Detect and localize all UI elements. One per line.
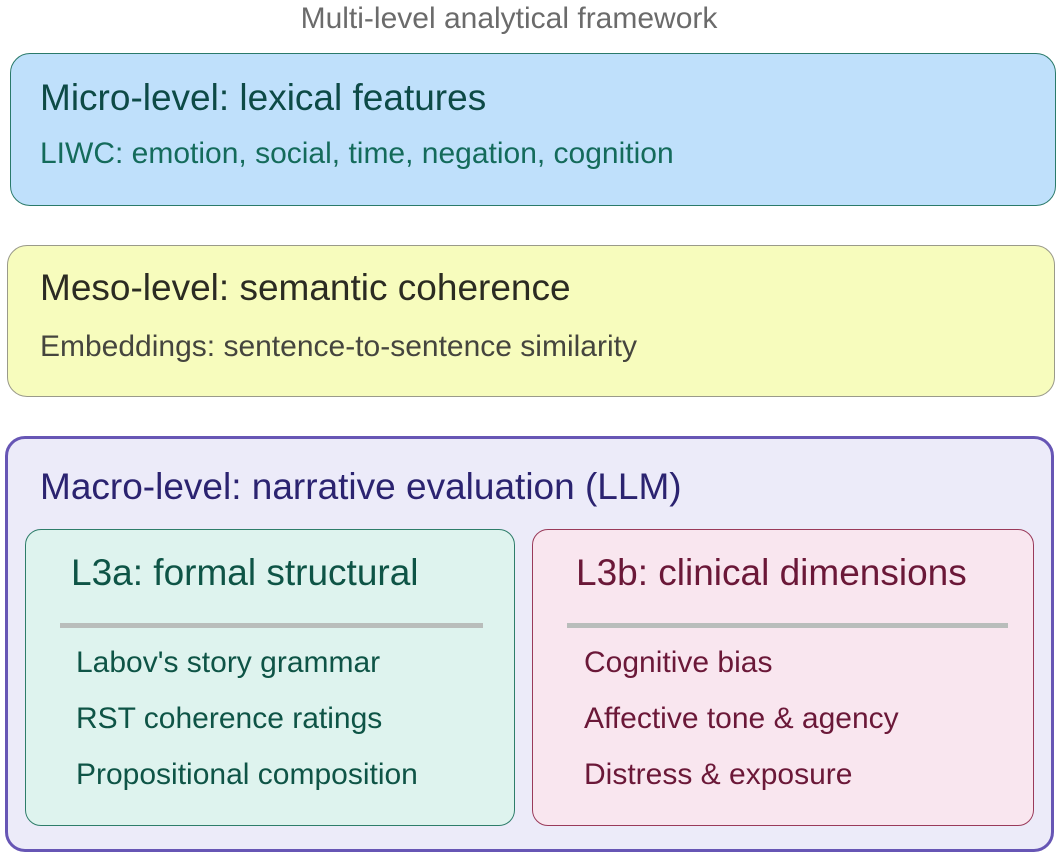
l3a-item: Labov's story grammar: [76, 646, 381, 679]
l3a-item: Propositional composition: [76, 758, 418, 791]
l3b-title: L3b: clinical dimensions: [576, 552, 967, 593]
meso-level-subtitle: Embeddings: sentence-to-sentence similar…: [40, 330, 637, 363]
l3a-item: RST coherence ratings: [76, 702, 383, 735]
l3b-box: L3b: clinical dimensions Cognitive bias …: [532, 529, 1034, 826]
diagram-title: Multi-level analytical framework: [300, 2, 718, 35]
micro-level-box: Micro-level: lexical features LIWC: emot…: [10, 53, 1056, 206]
l3b-divider: [567, 623, 1008, 628]
micro-level-title: Micro-level: lexical features: [40, 77, 487, 118]
l3b-item: Distress & exposure: [584, 758, 853, 791]
l3a-box: L3a: formal structural Labov's story gra…: [25, 529, 515, 826]
l3a-divider: [60, 623, 483, 628]
macro-level-title: Macro-level: narrative evaluation (LLM): [40, 466, 682, 507]
meso-level-box: Meso-level: semantic coherence Embedding…: [7, 245, 1055, 397]
l3a-title: L3a: formal structural: [71, 552, 419, 593]
l3b-item: Affective tone & agency: [584, 702, 899, 735]
macro-level-box: Macro-level: narrative evaluation (LLM) …: [5, 436, 1054, 852]
meso-level-title: Meso-level: semantic coherence: [40, 267, 571, 308]
micro-level-subtitle: LIWC: emotion, social, time, negation, c…: [40, 137, 674, 170]
l3b-item: Cognitive bias: [584, 646, 773, 679]
